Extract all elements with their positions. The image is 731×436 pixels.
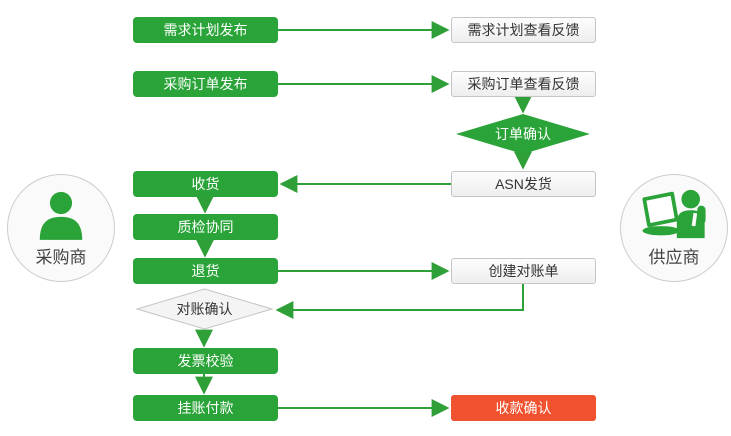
decision-label: 订单确认 — [495, 126, 551, 142]
decision-label: 对账确认 — [176, 301, 233, 317]
node-book-payment: 挂账付款 — [133, 395, 278, 421]
node-demand-plan-publish: 需求计划发布 — [133, 17, 278, 43]
node-quality-inspection: 质检协同 — [133, 214, 278, 240]
decision-recon-confirm: 对账确认 — [136, 288, 273, 330]
node-receipt-confirm: 收款确认 — [451, 395, 596, 421]
node-demand-plan-feedback: 需求计划查看反馈 — [451, 17, 596, 43]
supplier-label: 供应商 — [648, 248, 700, 267]
actor-supplier: 供应商 — [620, 174, 728, 282]
decision-order-confirm: 订单确认 — [456, 114, 590, 154]
node-purchase-order-publish: 采购订单发布 — [133, 71, 278, 97]
arrow-statement-to-recon-confirm — [275, 284, 524, 319]
diamond-shape — [456, 114, 590, 154]
actor-buyer: 采购商 — [7, 174, 115, 282]
node-invoice-verification: 发票校验 — [133, 348, 278, 374]
supplier-person-laptop-icon — [637, 188, 711, 240]
node-create-statement: 创建对账单 — [451, 258, 596, 284]
buyer-label: 采购商 — [35, 248, 87, 267]
node-receive-goods: 收货 — [133, 171, 278, 197]
node-purchase-order-feedback: 采购订单查看反馈 — [451, 71, 596, 97]
node-asn-shipment: ASN发货 — [451, 171, 596, 197]
buyer-person-icon — [37, 188, 85, 240]
diamond-shape — [136, 288, 273, 330]
node-return-goods: 退货 — [133, 258, 278, 284]
